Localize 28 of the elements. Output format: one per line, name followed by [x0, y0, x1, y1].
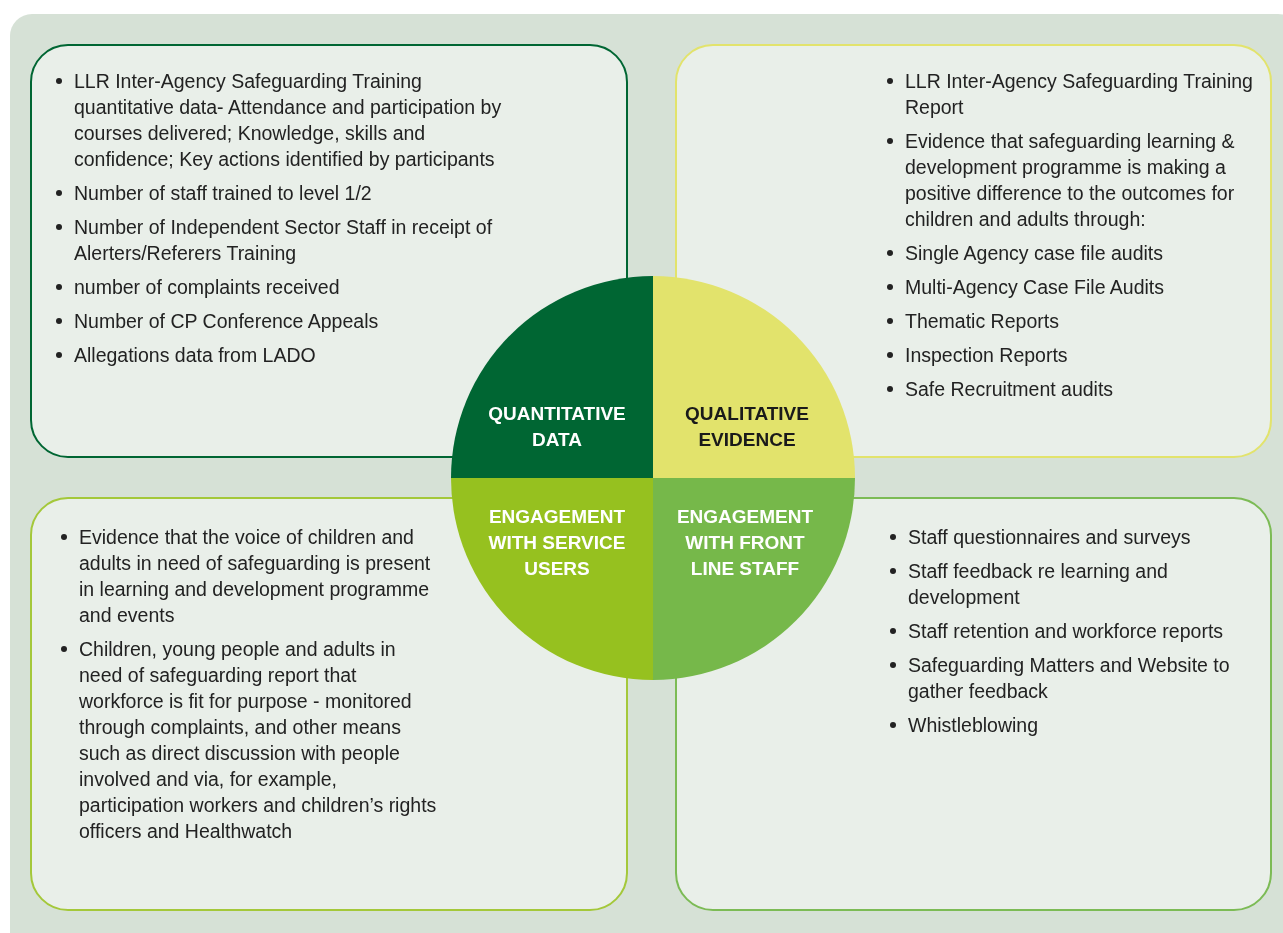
- bullet-text: Staff questionnaires and surveys: [908, 526, 1191, 548]
- bullet-text: LLR Inter-Agency Safeguarding Training quantitative data- Attendance and participation by courses delivered; Knowledge, skills and confidence; Key actions identified by participants: [74, 70, 502, 170]
- bullet-text: Whistleblowing: [908, 714, 1039, 736]
- quadrant-title: ENGAGEMENT WITH SERVICE USERS: [487, 505, 627, 581]
- info-card: [675, 44, 1272, 458]
- bullet-text: Evidence that the voice of children and adults in need of safeguarding is present in learning and development programme and events: [79, 526, 431, 626]
- bullet-text: Safeguarding Matters and Website to gather feedback: [908, 654, 1230, 702]
- bullet-text: Multi-Agency Case File Audits: [905, 276, 1165, 298]
- info-card: [675, 497, 1272, 911]
- bullet-text: Number of staff trained to level 1/2: [74, 182, 372, 204]
- bullet-text: Children, young people and adults in need of safeguarding report that workforce is fit for purpose - monitored through complaints, and other means such as direct discussion with people involved and via, for example, participation workers and children’s rights officers and Healthwatch: [79, 638, 437, 842]
- quadrant-title: QUALITATIVE EVIDENCE: [684, 402, 810, 452]
- info-card: [30, 44, 628, 458]
- bullet-text: Staff retention and workforce reports: [908, 620, 1224, 642]
- bullet-text: Number of CP Conference Appeals: [74, 310, 379, 332]
- bullet-text: number of complaints received: [74, 276, 340, 298]
- bullet-text: LLR Inter-Agency Safeguarding Training Report: [905, 70, 1253, 118]
- bullet-text: Safe Recruitment audits: [905, 378, 1114, 400]
- bullet-text: Evidence that safeguarding learning & development programme is making a positive difference to the outcomes for children and adults through:: [905, 130, 1235, 230]
- bullet-text: Staff feedback re learning and development: [908, 560, 1168, 608]
- bullet-text: Inspection Reports: [905, 344, 1068, 366]
- bullet-text: Number of Independent Sector Staff in receipt of Alerters/Referers Training: [74, 216, 493, 264]
- bullet-text: Allegations data from LADO: [74, 344, 316, 366]
- quadrant-title: QUANTITATIVE DATA: [487, 402, 627, 452]
- info-card: [30, 497, 628, 911]
- bullet-text: Single Agency case file audits: [905, 242, 1163, 264]
- quadrant-title: ENGAGEMENT WITH FRONT LINE STAFF: [675, 505, 815, 581]
- bullet-text: Thematic Reports: [905, 310, 1059, 332]
